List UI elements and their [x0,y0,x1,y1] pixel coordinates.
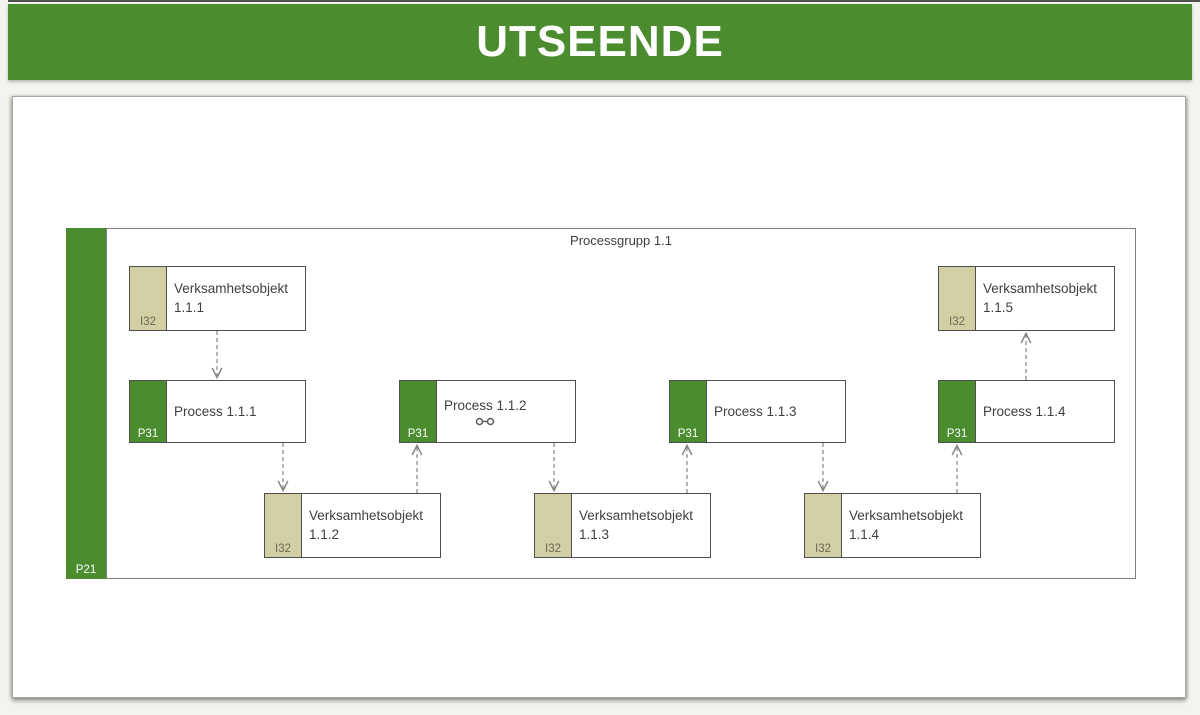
process-group-container: Processgrupp 1.1 [106,228,1136,579]
process-group-label: Processgrupp 1.1 [570,233,672,248]
object-type-strip: I32 [805,494,842,557]
process-node-1-1-1[interactable]: P31 Process 1.1.1 [129,380,306,443]
process-type-badge: P31 [946,428,968,440]
process-group-bar-badge: P21 [75,564,97,576]
process-node-label: Process 1.1.4 [983,404,1066,419]
process-type-strip: P31 [130,381,167,442]
object-type-strip: I32 [939,267,976,330]
object-type-strip: I32 [535,494,572,557]
object-type-badge: I32 [545,543,561,555]
process-node-1-1-2[interactable]: P31 Process 1.1.2 [399,380,576,443]
object-type-badge: I32 [949,316,965,328]
object-type-strip: I32 [130,267,167,330]
process-type-strip: P31 [939,381,976,442]
link-icon [476,417,495,425]
object-type-badge: I32 [275,543,291,555]
object-node-label: Verksamhetsobjekt 1.1.3 [579,508,694,542]
title-banner: UTSEENDE [8,4,1192,80]
object-node-1-1-3[interactable]: I32 Verksamhetsobjekt 1.1.3 [534,493,711,558]
object-node-label: Verksamhetsobjekt 1.1.1 [174,281,289,315]
object-type-badge: I32 [815,543,831,555]
process-group-bar[interactable]: P21 [66,228,106,579]
top-edge-line [8,0,1200,2]
object-node-1-1-5[interactable]: I32 Verksamhetsobjekt 1.1.5 [938,266,1115,331]
process-node-1-1-3[interactable]: P31 Process 1.1.3 [669,380,846,443]
process-type-badge: P31 [137,428,159,440]
object-node-1-1-4[interactable]: I32 Verksamhetsobjekt 1.1.4 [804,493,981,558]
object-node-1-1-1[interactable]: I32 Verksamhetsobjekt 1.1.1 [129,266,306,331]
object-node-label: Verksamhetsobjekt 1.1.5 [983,281,1098,315]
process-node-label: Process 1.1.3 [714,404,797,419]
object-node-label: Verksamhetsobjekt 1.1.2 [309,508,424,542]
object-type-badge: I32 [140,316,156,328]
process-node-label: Process 1.1.2 [438,381,575,442]
process-node-1-1-4[interactable]: P31 Process 1.1.4 [938,380,1115,443]
object-type-strip: I32 [265,494,302,557]
object-node-1-1-2[interactable]: I32 Verksamhetsobjekt 1.1.2 [264,493,441,558]
process-type-strip: P31 [670,381,707,442]
object-node-label: Verksamhetsobjekt 1.1.4 [849,508,964,542]
process-type-badge: P31 [407,428,429,440]
process-node-label: Process 1.1.1 [174,404,257,419]
page-title: UTSEENDE [476,17,724,66]
diagram-canvas: P21 Processgrupp 1.1 I32 Verksamhetsobje… [12,96,1186,698]
process-type-badge: P31 [677,428,699,440]
process-type-strip: P31 [400,381,437,442]
